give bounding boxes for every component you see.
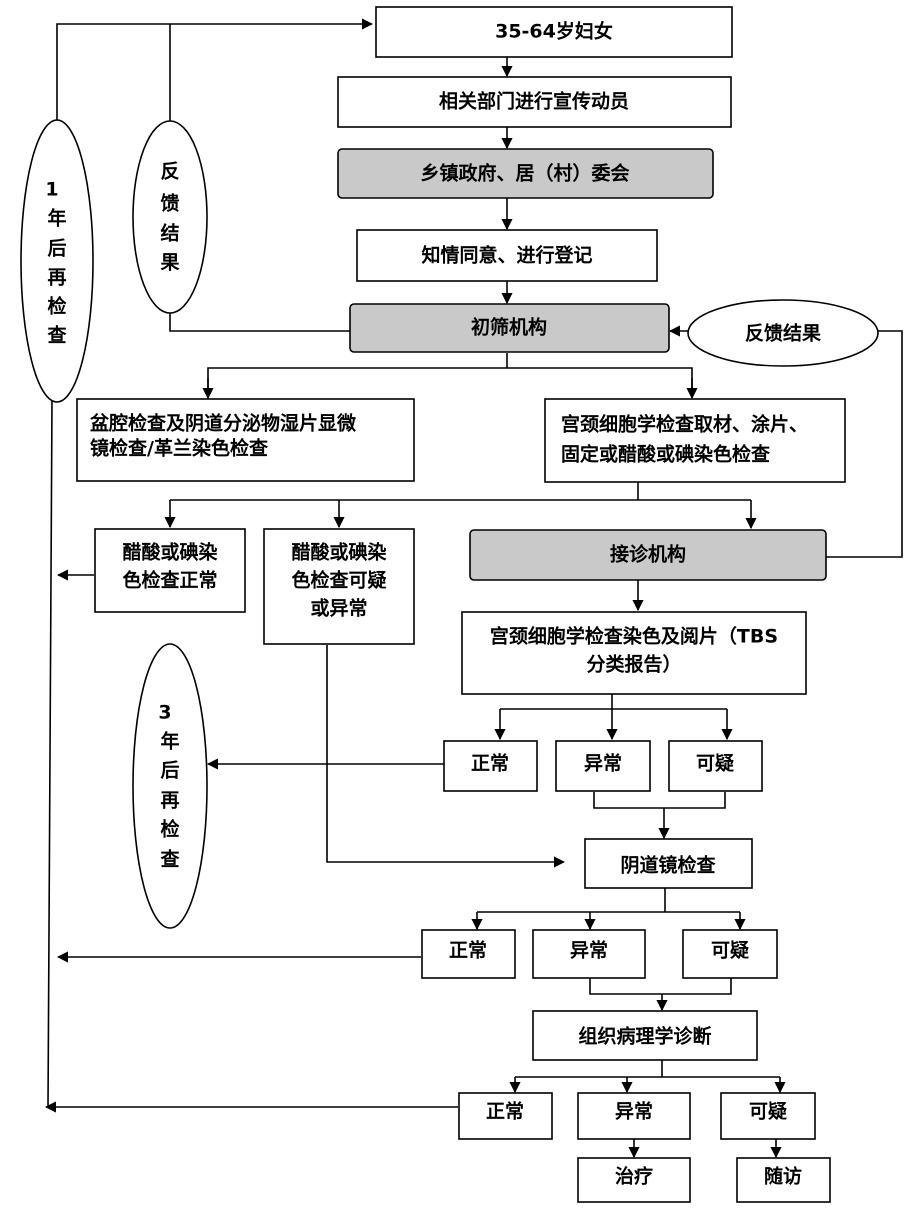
node-treatment: 治疗 (577, 1157, 691, 1203)
one-year-recheck-char-1: 年 (47, 207, 66, 230)
feedback-left-char-1: 反 (160, 161, 179, 183)
node-followup: 随访 (736, 1157, 831, 1203)
node-via-normal-line-2: 色检查正常 (122, 569, 217, 592)
three-year-recheck-char-1: 年 (160, 730, 179, 753)
node-tbs-line-2: 分类报告） (586, 653, 681, 676)
one-year-recheck-char-4: 检 (47, 295, 66, 318)
node-path-abnormal: 异常 (577, 1092, 691, 1140)
feedback-left: 反 馈 结 果 (132, 120, 208, 314)
one-year-recheck-num: 1 (45, 179, 58, 201)
node-via-abnormal-line-1: 醋酸或碘染 (291, 541, 386, 564)
node-path-suspicious-label: 可疑 (749, 1101, 787, 1123)
node-tbs-abnormal: 异常 (555, 740, 651, 792)
node-pelvic-exam-line-2: 镜检查/革兰染色检查 (90, 437, 269, 460)
node-screening-label: 初筛机构 (471, 316, 547, 339)
node-pelvic-exam: 盆腔检查及阴道分泌物湿片显微 镜检查/革兰染色检查 (76, 398, 415, 482)
node-referral: 接诊机构 (469, 529, 827, 581)
node-path-abnormal-label: 异常 (615, 1100, 653, 1123)
node-consent-label: 知情同意、进行登记 (421, 244, 592, 267)
node-publicity-label: 相关部门进行宣传动员 (439, 90, 629, 113)
node-path-normal-label: 正常 (486, 1100, 524, 1123)
three-year-recheck-char-4: 检 (160, 818, 179, 841)
node-pathology-label: 组织病理学诊断 (578, 1025, 711, 1048)
one-year-recheck: 1 年 后 再 检 查 (20, 119, 94, 403)
node-colpo-abnormal-label: 异常 (570, 939, 608, 962)
node-township: 乡镇政府、居（村）委会 (337, 148, 714, 199)
node-cytology-sampling-line-1: 宫颈细胞学检查取材、涂片、 (561, 413, 808, 436)
node-tbs-line-1: 宫颈细胞学检查染色及阅片（TBS (490, 625, 778, 648)
node-path-suspicious: 可疑 (720, 1092, 816, 1140)
node-tbs-abnormal-label: 异常 (584, 752, 622, 775)
node-colpo-normal: 正常 (421, 929, 516, 979)
node-colpo-suspicious-label: 可疑 (711, 940, 749, 962)
node-publicity: 相关部门进行宣传动员 (337, 76, 732, 128)
feedback-left-char-2: 馈 (160, 192, 179, 215)
three-year-recheck-char-3: 再 (160, 790, 179, 812)
node-feedback-right-label: 反馈结果 (745, 322, 821, 345)
node-consent: 知情同意、进行登记 (356, 229, 658, 282)
node-pathology: 组织病理学诊断 (532, 1010, 758, 1061)
node-cytology-sampling: 宫颈细胞学检查取材、涂片、 固定或醋酸或碘染色检查 (544, 398, 846, 483)
node-colpo-normal-label: 正常 (449, 939, 487, 962)
one-year-recheck-char-5: 查 (46, 324, 67, 347)
three-year-recheck-char-5: 查 (159, 848, 180, 871)
node-treatment-label: 治疗 (615, 1165, 653, 1188)
node-referral-label: 接诊机构 (610, 543, 686, 566)
node-via-normal: 醋酸或碘染 色检查正常 (94, 528, 246, 613)
three-year-recheck-num: 3 (158, 702, 171, 724)
node-women: 35-64岁妇女 (375, 6, 733, 58)
node-colpo-abnormal: 异常 (532, 929, 646, 979)
one-year-recheck-char-3: 再 (47, 267, 66, 289)
node-followup-label: 随访 (764, 1165, 802, 1188)
node-township-label: 乡镇政府、居（村）委会 (420, 162, 629, 185)
node-tbs-normal-label: 正常 (471, 752, 509, 775)
node-colposcopy-label: 阴道镜检查 (620, 854, 716, 877)
node-tbs-suspicious-label: 可疑 (696, 753, 734, 775)
one-year-recheck-char-2: 后 (47, 238, 66, 260)
three-year-recheck: 3 年 后 再 检 查 (132, 643, 208, 929)
node-via-abnormal-line-3: 或异常 (310, 597, 367, 620)
node-feedback-right: 反馈结果 (687, 299, 879, 367)
three-year-recheck-char-2: 后 (160, 760, 179, 782)
node-tbs-normal: 正常 (443, 740, 538, 792)
feedback-left-char-4: 果 (159, 252, 179, 274)
node-via-abnormal-line-2: 色检查可疑 (291, 569, 386, 592)
node-tbs: 宫颈细胞学检查染色及阅片（TBS 分类报告） (461, 611, 807, 695)
feedback-left-char-3: 结 (160, 222, 179, 245)
node-tbs-suspicious: 可疑 (668, 740, 763, 792)
node-women-label: 35-64岁妇女 (495, 20, 613, 43)
node-cytology-sampling-line-2: 固定或醋酸或碘染色检查 (561, 443, 771, 466)
connectors (44, 18, 903, 1159)
node-pelvic-exam-line-1: 盆腔检查及阴道分泌物湿片显微 (89, 412, 357, 435)
node-via-abnormal: 醋酸或碘染 色检查可疑 或异常 (263, 528, 415, 645)
node-colposcopy: 阴道镜检查 (584, 838, 753, 889)
node-colpo-suspicious: 可疑 (682, 929, 778, 979)
node-via-normal-line-1: 醋酸或碘染 (122, 541, 217, 564)
node-path-normal: 正常 (458, 1092, 553, 1140)
node-screening: 初筛机构 (349, 303, 670, 353)
